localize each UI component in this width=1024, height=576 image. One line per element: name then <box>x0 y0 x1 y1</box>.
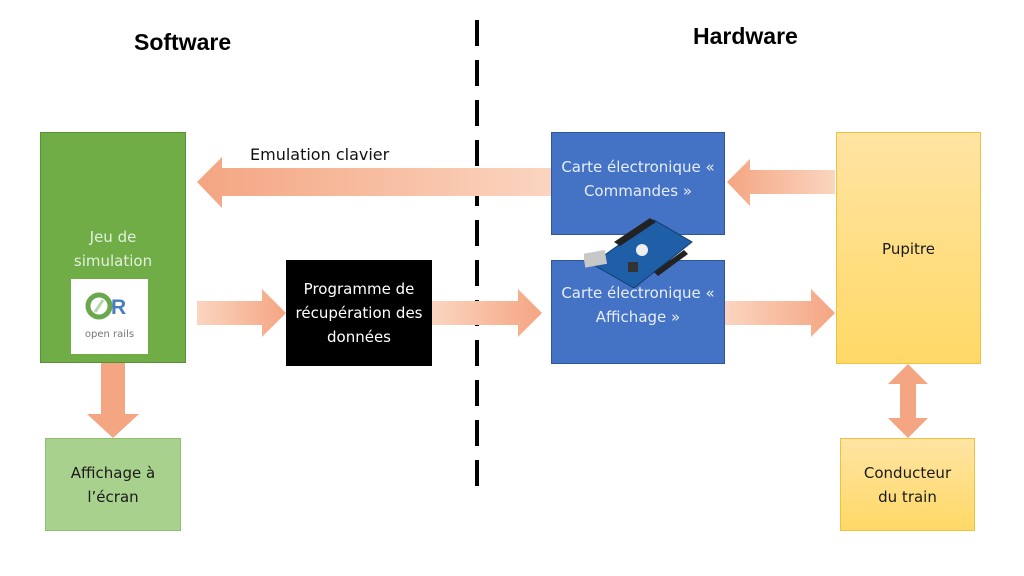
arrow-program-to-display <box>432 289 542 337</box>
svg-text:R: R <box>111 296 126 319</box>
data-retrieval-program-box: Programme de récupération des données <box>286 260 432 366</box>
arrow-desk-driver-bidirectional <box>888 364 928 438</box>
display-board-label: Carte électronique « Affichage » <box>561 284 715 326</box>
screen-display-box: Affichage à l’écran <box>45 438 181 531</box>
screen-display-label: Affichage à l’écran <box>70 463 156 506</box>
simulation-game-box: Jeu de simulation <box>40 132 186 363</box>
train-driver-box: Conducteur du train <box>840 438 975 531</box>
keyboard-emulation-label: Emulation clavier <box>250 145 390 164</box>
display-board-box: Carte électronique « Affichage » <box>551 260 725 364</box>
hardware-header: Hardware <box>693 23 798 49</box>
arrow-desk-to-commands <box>727 159 835 206</box>
open-rails-logo: R open rails <box>71 279 148 354</box>
data-retrieval-program-label: Programme de récupération des données <box>295 280 423 346</box>
arrow-display-to-desk <box>725 289 835 337</box>
open-rails-logo-icon: R <box>85 292 126 320</box>
arrow-keyboard-emulation <box>197 157 552 208</box>
desk-box: Pupitre <box>836 132 981 364</box>
train-driver-label: Conducteur du train <box>863 463 952 506</box>
arduino-board-icon <box>584 218 693 289</box>
simulation-label: Jeu de simulation <box>73 228 153 270</box>
software-header: Software <box>134 29 232 55</box>
desk-label: Pupitre <box>882 240 935 258</box>
arrow-sim-to-screen <box>87 363 139 438</box>
commands-board-label: Carte électronique « Commandes » <box>561 157 715 200</box>
open-rails-logo-text: open rails <box>84 329 135 340</box>
arrow-sim-to-program <box>197 289 286 337</box>
